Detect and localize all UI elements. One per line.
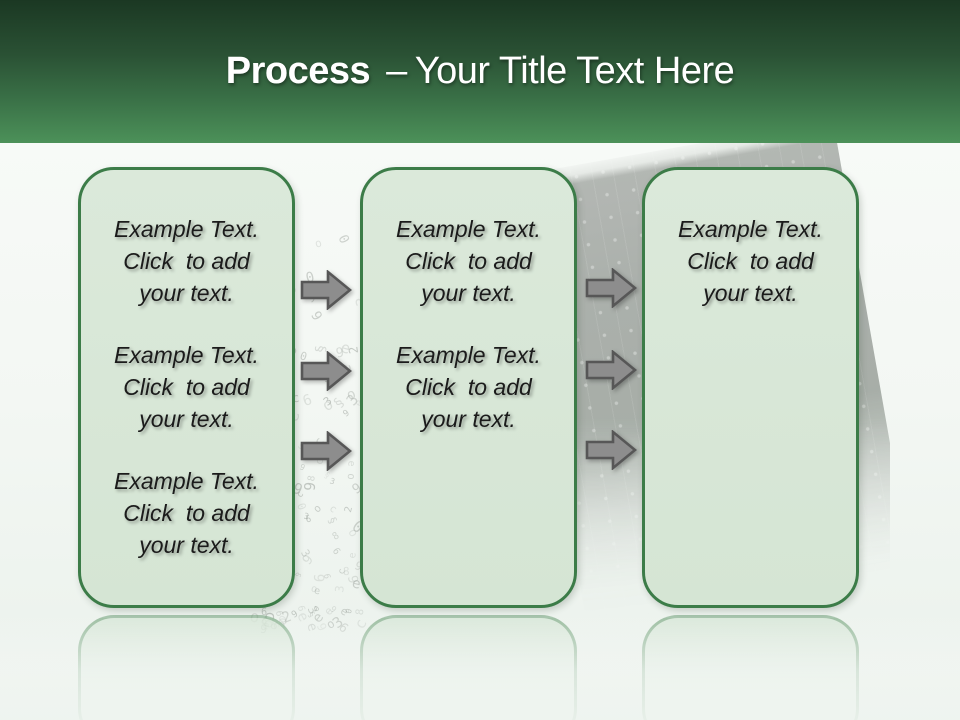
slide-title[interactable]: Process–Your Title Text Here	[0, 50, 960, 92]
title-dash: –	[386, 50, 407, 92]
scribble-glyph: o	[313, 235, 324, 251]
scribble-glyph: 6	[300, 391, 315, 411]
arrow-right-icon[interactable]	[585, 430, 637, 470]
scribble-glyph: 9	[323, 572, 335, 580]
title-text: Your Title Text Here	[414, 50, 735, 92]
title-emphasis: Process	[225, 50, 371, 92]
scribble-glyph: 6	[329, 545, 342, 557]
text-placeholder[interactable]: Example Text. Click to add your text.	[678, 216, 823, 306]
reflection-fade	[0, 612, 960, 720]
arrow-right-icon[interactable]	[300, 351, 352, 391]
text-placeholder[interactable]: Example Text. Click to add your text.	[114, 342, 259, 432]
text-placeholder[interactable]: Example Text. Click to add your text.	[114, 468, 259, 558]
arrow-right-icon[interactable]	[585, 350, 637, 390]
scribble-glyph: 3	[329, 475, 337, 487]
text-placeholder[interactable]: Example Text. Click to add your text.	[396, 342, 541, 432]
text-placeholder[interactable]: Example Text. Click to add your text.	[114, 216, 259, 306]
arrow-right-icon[interactable]	[585, 268, 637, 308]
scribble-glyph: o	[343, 472, 357, 480]
scribble-glyph: o	[310, 501, 325, 515]
process-box-3[interactable]: Example Text. Click to add your text.	[642, 167, 859, 608]
scribble-glyph: e	[313, 585, 322, 598]
scribble-glyph: 8	[330, 530, 342, 543]
scribble-glyph: 9	[307, 308, 326, 324]
text-placeholder[interactable]: Example Text. Click to add your text.	[396, 216, 541, 306]
scribble-glyph: e	[347, 552, 359, 559]
arrow-right-icon[interactable]	[300, 431, 352, 471]
process-box-1[interactable]: Example Text. Click to add your text. Ex…	[78, 167, 295, 608]
scribble-glyph: §	[324, 514, 340, 527]
scribble-glyph: 2	[342, 505, 355, 514]
scribble-glyph: 0	[334, 232, 352, 246]
scribble-glyph: 9	[299, 551, 317, 569]
slide-header: Process–Your Title Text Here	[0, 0, 960, 143]
process-box-2[interactable]: Example Text. Click to add your text. Ex…	[360, 167, 577, 608]
scribble-glyph: 3	[332, 584, 347, 594]
scribble-glyph: c	[326, 502, 340, 516]
arrow-right-icon[interactable]	[300, 270, 352, 310]
